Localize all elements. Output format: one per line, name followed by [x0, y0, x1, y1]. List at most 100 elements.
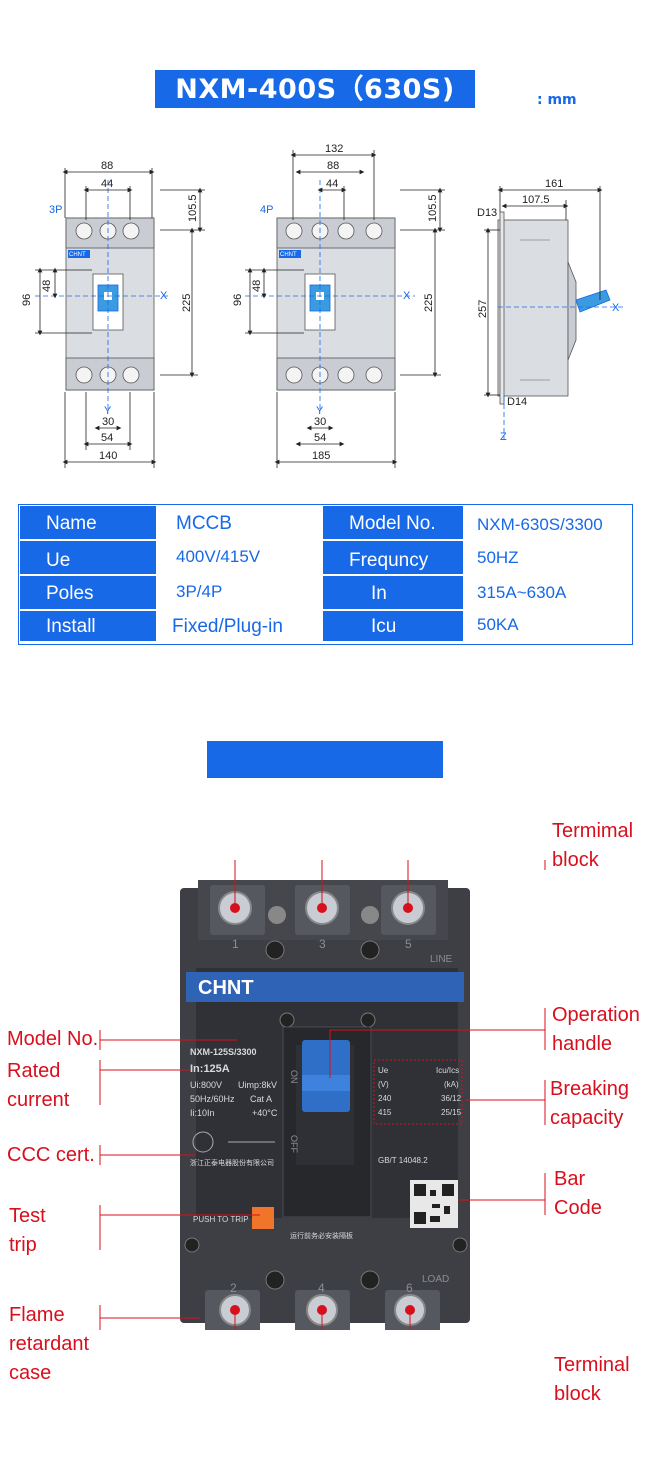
- unit-label: : mm: [537, 92, 577, 108]
- svg-text:105.5: 105.5: [427, 194, 439, 222]
- svg-text:257: 257: [477, 300, 489, 318]
- side-view: [484, 186, 625, 440]
- spec-label-name: Name: [20, 506, 156, 539]
- svg-text:48: 48: [41, 280, 53, 292]
- svg-text:2: 2: [230, 1281, 237, 1295]
- svg-text:107.5: 107.5: [522, 194, 550, 206]
- svg-text:+40°C: +40°C: [252, 1108, 278, 1118]
- svg-text:88: 88: [101, 160, 113, 172]
- svg-text:LINE: LINE: [430, 954, 453, 965]
- svg-text:OFF: OFF: [289, 1135, 299, 1153]
- svg-text:NXM-125S/3300: NXM-125S/3300: [190, 1047, 257, 1057]
- callout-model-no: Model No.: [7, 1028, 99, 1050]
- svg-text:6: 6: [406, 1281, 413, 1295]
- svg-text:D14: D14: [507, 396, 527, 408]
- spec-label-install: Install: [20, 611, 156, 641]
- svg-text:240: 240: [378, 1094, 392, 1103]
- brand-logo: CHNT: [198, 977, 254, 999]
- svg-text:54: 54: [314, 432, 326, 444]
- svg-text:44: 44: [101, 178, 113, 190]
- svg-text:54: 54: [101, 432, 113, 444]
- svg-text:Icu/Ics: Icu/Ics: [436, 1066, 459, 1075]
- svg-text:PUSH TO TRIP: PUSH TO TRIP: [193, 1215, 249, 1224]
- pole-label-4p: 4P: [260, 204, 273, 216]
- svg-text:225: 225: [423, 294, 435, 312]
- svg-text:Ue: Ue: [378, 1066, 389, 1075]
- svg-text:185: 185: [312, 450, 330, 462]
- spec-value-in: 315A~630A: [465, 576, 629, 609]
- svg-text:X: X: [612, 302, 620, 314]
- svg-text:44: 44: [326, 178, 338, 190]
- svg-text:Y: Y: [104, 405, 112, 417]
- svg-text:225: 225: [181, 294, 193, 312]
- svg-text:30: 30: [314, 416, 326, 428]
- svg-text:X: X: [160, 290, 168, 302]
- spec-label-icu: Icu: [323, 611, 463, 641]
- svg-text:161: 161: [545, 178, 563, 190]
- front-view-3p: [35, 168, 205, 468]
- svg-text:96: 96: [21, 294, 33, 306]
- svg-text:In:125A: In:125A: [190, 1063, 230, 1075]
- spec-table: Name MCCB Model No. NXM-630S/3300 Ue 400…: [18, 504, 633, 645]
- spec-value-name: MCCB: [158, 506, 321, 539]
- spec-table-border: [18, 504, 633, 645]
- svg-text:25/15: 25/15: [441, 1108, 462, 1117]
- svg-text:Uimp:8kV: Uimp:8kV: [238, 1080, 277, 1090]
- spec-value-icu: 50KA: [465, 611, 629, 641]
- spec-label-ue: Ue: [20, 541, 156, 574]
- svg-text:X: X: [403, 290, 411, 302]
- svg-text:3: 3: [319, 937, 326, 951]
- svg-text:1: 1: [232, 937, 239, 951]
- svg-text:(kA): (kA): [444, 1080, 459, 1089]
- product-illustration: 1 3 5 LINE CHNT ON OFF NXM-125S/3300 In:…: [99, 860, 546, 1330]
- spec-value-ue: 400V/415V: [158, 541, 321, 574]
- test-trip-button: [252, 1207, 274, 1229]
- svg-text:GB/T 14048.2: GB/T 14048.2: [378, 1156, 428, 1165]
- callout-ccc-cert: CCC cert.: [7, 1144, 95, 1166]
- spec-label-frequency: Frequncy: [323, 541, 463, 574]
- pole-label-3p: 3P: [49, 204, 62, 216]
- svg-text:运行前务必安装隔板: 运行前务必安装隔板: [290, 1231, 353, 1240]
- brand-stripe: [186, 972, 464, 1002]
- ccc-mark: [192, 1131, 214, 1153]
- svg-text:105.5: 105.5: [187, 194, 199, 222]
- svg-text:50Hz/60Hz: 50Hz/60Hz: [190, 1094, 235, 1104]
- spec-value-install: Fixed/Plug-in: [158, 611, 321, 641]
- svg-text:Y: Y: [316, 405, 324, 417]
- spec-label-model: Model No.: [323, 506, 463, 539]
- section-banner: [207, 741, 443, 778]
- svg-text:5: 5: [405, 937, 412, 951]
- spec-label-in: In: [323, 576, 463, 609]
- svg-text:Ii:10In: Ii:10In: [190, 1108, 215, 1118]
- svg-text:ON: ON: [289, 1070, 299, 1084]
- svg-text:CHNT: CHNT: [280, 252, 297, 258]
- qr-code: [410, 1180, 458, 1228]
- svg-text:30: 30: [102, 416, 114, 428]
- svg-text:132: 132: [325, 143, 343, 155]
- spec-label-poles: Poles: [20, 576, 156, 609]
- spec-value-frequency: 50HZ: [465, 541, 629, 574]
- front-view-4p: [245, 150, 445, 468]
- svg-text:Z: Z: [500, 431, 507, 443]
- svg-text:96: 96: [232, 294, 244, 306]
- svg-text:415: 415: [378, 1108, 392, 1117]
- svg-text:4: 4: [318, 1281, 325, 1295]
- callout-lines: [99, 860, 546, 1330]
- svg-text:36/12: 36/12: [441, 1094, 462, 1103]
- svg-text:140: 140: [99, 450, 117, 462]
- svg-text:CHNT: CHNT: [69, 252, 86, 258]
- svg-text:88: 88: [327, 160, 339, 172]
- dimension-drawings: 3P 88 44 105.5 225 96 48 X Y 30 54 140 C…: [21, 143, 625, 468]
- svg-text:Ui:800V: Ui:800V: [190, 1080, 222, 1090]
- svg-text:Cat A: Cat A: [250, 1094, 272, 1104]
- page-title: NXM-400S（630S): [155, 70, 475, 108]
- svg-text:D13: D13: [477, 207, 497, 219]
- spec-value-poles: 3P/4P: [158, 576, 321, 609]
- svg-text:LOAD: LOAD: [422, 1274, 449, 1285]
